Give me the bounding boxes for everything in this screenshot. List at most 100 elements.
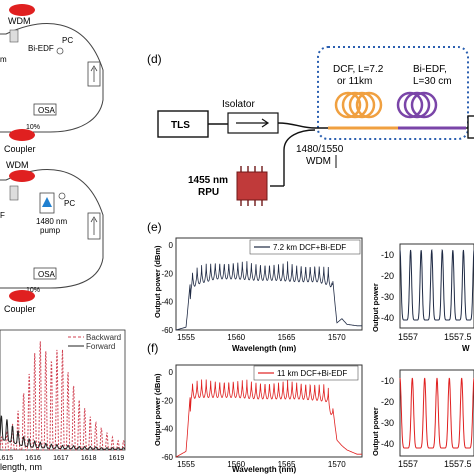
panel-e-xtick: 1570 <box>328 333 346 342</box>
panel-f-zoom-xtick-1: 1557.5 <box>444 459 472 469</box>
panel-d-fiber-2 <box>277 122 328 129</box>
panel-f-frame <box>175 364 363 458</box>
panel-f-xtick: 1560 <box>227 460 245 469</box>
panel-a-pc-icon <box>56 47 64 55</box>
panel-d-wdm-label: 1480/1550 <box>296 144 344 155</box>
panel-b-pc-icon <box>58 192 66 200</box>
panel-b: WDM F 1480 nm pump PC OSA 10% Coupler <box>0 160 104 314</box>
panel-c: Backward Forward 16151616161716181619 le… <box>0 329 126 472</box>
panel-e-zoom-xtick-0: 1557 <box>398 332 418 342</box>
panel-b-wdm-label: WDM <box>6 160 29 170</box>
panel-e-ylabel: Output power (dBm) <box>153 245 162 318</box>
panel-c-xtick: 1617 <box>53 455 69 462</box>
panel-b-osa-box <box>33 267 57 280</box>
panel-f-label: (f) <box>147 341 158 355</box>
panel-e-frame <box>175 237 363 331</box>
panel-d-isolator-label: Isolator <box>222 99 255 110</box>
panel-b-isolator-arrow-icon <box>90 216 98 235</box>
panel-d-biedf-label: Bi-EDF, <box>413 64 447 75</box>
panel-e-label: (e) <box>147 220 162 234</box>
panel-e-ytick: 0 <box>169 241 174 250</box>
panel-e-zoom-trace <box>399 248 474 321</box>
panel-f-xticks: 1555 1560 1565 1570 <box>177 460 346 469</box>
panel-a-biedf-label: Bi-EDF <box>28 44 54 53</box>
panel-d-rpu-label-2: RPU <box>198 187 219 198</box>
panel-f-zoom-ylabel: Output power <box>371 407 380 456</box>
panel-f-ytick: -20 <box>161 396 173 405</box>
panel-b-pump-triangle-icon <box>42 197 52 207</box>
panel-b-wdm-ellipse <box>9 170 35 182</box>
panel-d-biedf-spool <box>396 91 438 119</box>
panel-b-cut-label: F <box>0 211 5 220</box>
panel-a-wdm-label: WDM <box>8 16 31 26</box>
panel-a-coupler-ellipse <box>9 129 35 141</box>
panel-f-plot <box>175 379 362 458</box>
panel-a-pc-label: PC <box>62 36 73 45</box>
panel-f-ytick: 0 <box>169 368 174 377</box>
panel-d-pump-fiber <box>283 129 316 186</box>
panel-a: WDM Bi-EDF PC m OSA 10% Coupler <box>0 4 104 154</box>
panel-f-xtick: 1555 <box>177 460 195 469</box>
panel-f-xtick: 1565 <box>278 460 296 469</box>
panel-d-wdm-label-2: WDM <box>306 156 331 167</box>
panel-c-xtick: 1619 <box>109 455 125 462</box>
panel-d-rpu-chip-icon <box>236 166 268 206</box>
panel-f-legend-box <box>253 365 359 381</box>
panel-a-10pct: 10% <box>26 124 40 131</box>
panel-d-label: (d) <box>147 52 162 66</box>
panel-f-legend: 11 km DCF+Bi-EDF <box>277 369 347 378</box>
panel-b-10pct: 10% <box>26 287 40 294</box>
panel-f-zoom-frame <box>399 369 474 457</box>
panel-c-frame <box>0 329 126 451</box>
panel-e-ytick: -40 <box>161 298 173 307</box>
panel-d-tls-label: TLS <box>171 120 190 131</box>
panel-e-legend: 7.2 km DCF+Bi-EDF <box>273 243 346 252</box>
panel-d-dcf-label: DCF, L=7.2 <box>333 64 384 75</box>
panel-a-coupler-label: Coupler <box>4 144 36 154</box>
panel-e-zoom-ytick-0: -10 <box>381 250 394 260</box>
panel-b-pc-label: PC <box>64 199 75 208</box>
panel-d-isolator-arrow-icon <box>236 118 270 128</box>
panel-a-fiber-block <box>9 29 19 43</box>
panel-d-dashed-box <box>317 46 469 140</box>
panel-e-zoom-ytick-1: -20 <box>381 271 394 281</box>
panel-e-series <box>175 261 362 331</box>
panel-e-xtick: 1560 <box>227 333 245 342</box>
panel-f-ytick: -60 <box>161 453 173 462</box>
panel-f-xtick: 1570 <box>328 460 346 469</box>
panel-f-zoom-xtick-0: 1557 <box>398 459 418 469</box>
panel-e-plot <box>175 261 362 331</box>
panel-e-zoom-ytick-2: -30 <box>381 292 394 302</box>
panel-f-zoom-trace <box>399 377 474 449</box>
panel-f-ylabel: Output power (dBm) <box>153 373 162 446</box>
panel-b-pump-label-2: pump <box>40 226 61 235</box>
panel-d-dcf-label-2: or 11km <box>337 76 372 87</box>
panel-f-yticks: 0-20-40-60 <box>161 368 173 462</box>
panel-c-xtick: 1615 <box>0 455 13 462</box>
panel-e-zoom-ylabel: Output power <box>371 283 380 332</box>
panel-e-zoom-frame <box>399 243 474 329</box>
panel-e-xlabel: Wavelength (nm) <box>232 344 296 353</box>
panel-b-coupler-label: Coupler <box>4 304 36 314</box>
panel-c-legend-backward: Backward <box>86 333 121 342</box>
panel-a-osa-label: OSA <box>38 106 56 115</box>
panel-d-biedf-label-2: L=30 cm <box>413 76 452 87</box>
panel-c-series-forward <box>0 415 126 450</box>
panel-d-dcf-spool <box>334 91 383 119</box>
panel-b-coupler-ellipse <box>9 290 35 302</box>
panel-d-tls-box <box>157 110 209 138</box>
panel-e-zoom-xlabel: W <box>462 344 470 353</box>
panel-e-yticks: 0-20-40-60 <box>161 241 173 335</box>
panel-c-legend-forward: Forward <box>86 342 115 351</box>
panel-c-xtick: 1618 <box>81 455 97 462</box>
panel-e-xtick: 1555 <box>177 333 195 342</box>
panel-e-ytick: -20 <box>161 269 173 278</box>
panel-c-plot <box>0 341 126 451</box>
panel-e-zoom-xtick-1: 1557.5 <box>444 332 472 342</box>
panel-f-series <box>175 379 362 458</box>
panel-f-zoom-ytick-0: -10 <box>381 376 394 386</box>
panel-f-zoom-ytick-2: -30 <box>381 418 394 428</box>
